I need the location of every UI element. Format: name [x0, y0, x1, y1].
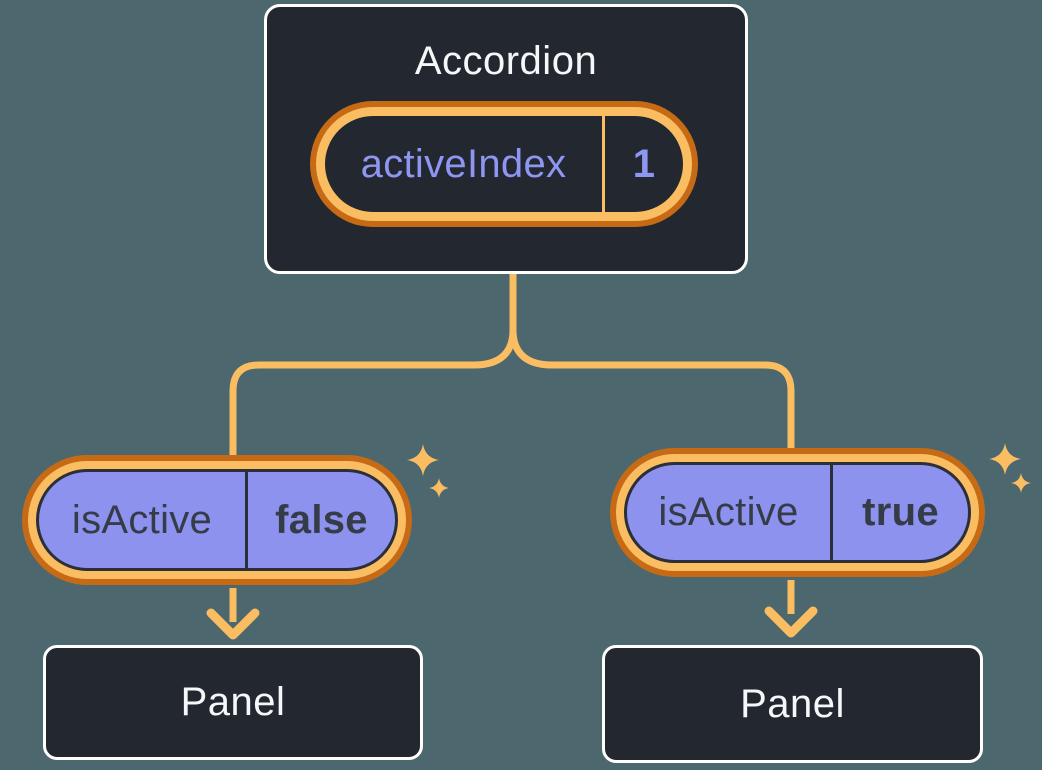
tree-connector	[229, 272, 795, 458]
sparkles-icon	[407, 444, 449, 498]
connector-branch-right	[509, 329, 795, 450]
sparkle-icon	[1011, 473, 1031, 493]
panel-label: Panel	[180, 680, 286, 724]
state-name: activeIndex	[360, 141, 567, 186]
prop-name: isActive	[658, 490, 799, 534]
arrow-down-icon	[764, 580, 818, 638]
prop-value: true	[862, 490, 939, 534]
panel-card-left: Panel	[43, 645, 423, 760]
pill-divider	[602, 116, 605, 212]
sparkles-icon	[989, 443, 1031, 493]
prop-pill-isactive-false: isActive false	[36, 469, 398, 571]
prop-name: isActive	[71, 497, 213, 542]
state-value: 1	[632, 141, 656, 186]
accordion-title: Accordion	[414, 39, 598, 83]
sparkle-icon	[989, 443, 1021, 475]
arrow-head	[764, 606, 818, 638]
panel-card-right: Panel	[602, 645, 983, 763]
pill-divider	[245, 472, 248, 568]
panel-label: Panel	[740, 681, 845, 726]
connector-branch-left	[229, 272, 517, 458]
arrow-down-icon	[206, 588, 260, 640]
sparkle-icon	[407, 444, 439, 476]
sparkle-icon	[429, 478, 449, 498]
prop-pill-isactive-true: isActive true	[624, 462, 971, 563]
pill-divider	[830, 465, 833, 560]
arrow-head	[206, 608, 260, 640]
state-pill-activeindex: activeIndex 1	[316, 107, 692, 221]
prop-value: false	[275, 497, 368, 542]
